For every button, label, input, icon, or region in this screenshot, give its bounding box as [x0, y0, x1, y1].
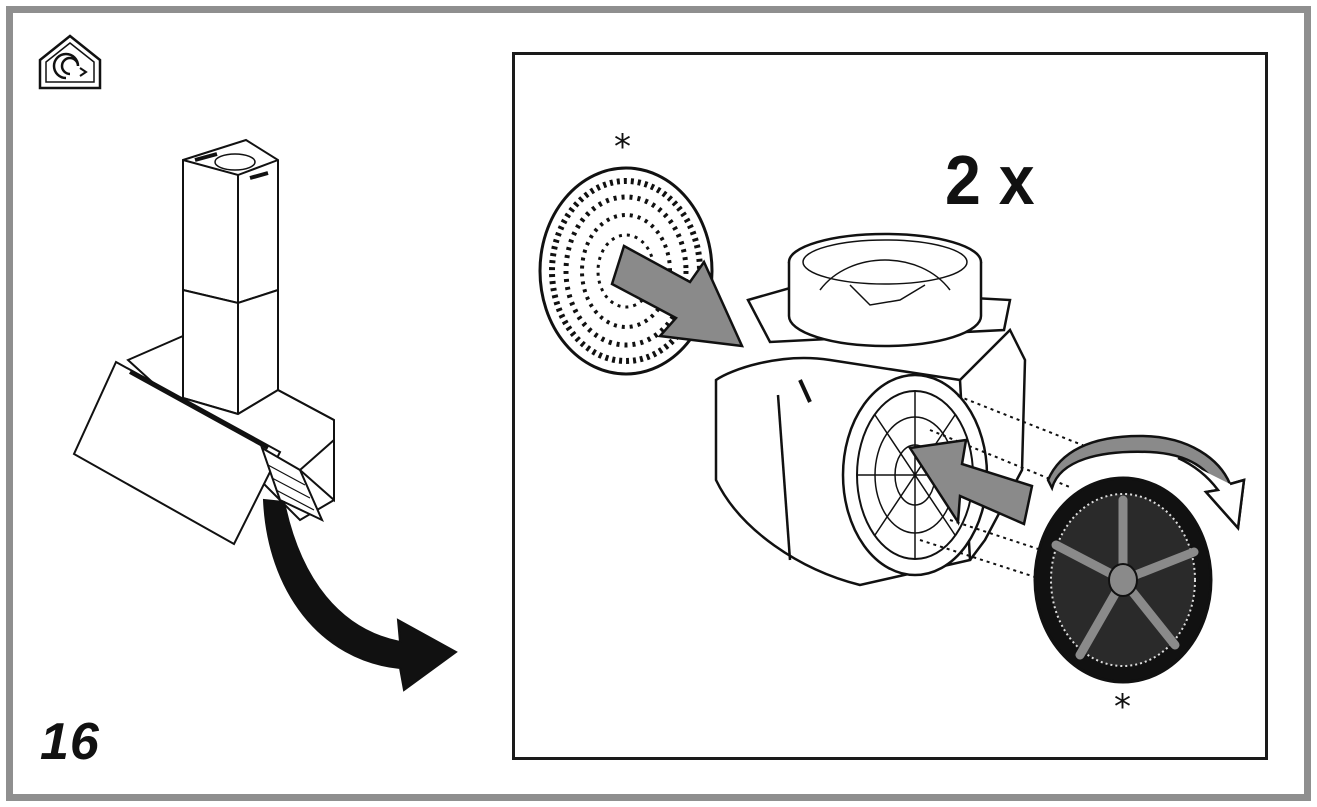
insert-arrow-bottom [907, 438, 1034, 526]
recirculation-house-icon [38, 34, 102, 90]
carbon-filter-right [1033, 476, 1213, 684]
step-number: 16 [40, 713, 100, 771]
insert-arrow-top [610, 244, 745, 348]
curved-arrow [262, 498, 458, 692]
cooker-hood-illustration [72, 138, 335, 546]
asterisk-bottom: * [1114, 687, 1131, 727]
quantity-label: 2 x [945, 141, 1035, 219]
asterisk-top: * [614, 127, 631, 167]
blower-motor-illustration [714, 232, 1027, 587]
rotation-arrow [1046, 434, 1246, 531]
